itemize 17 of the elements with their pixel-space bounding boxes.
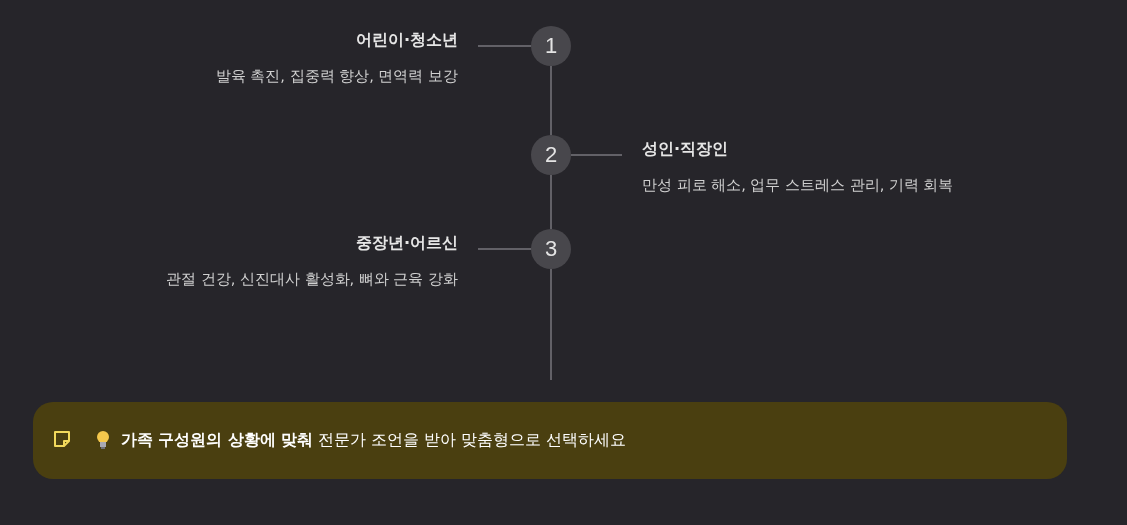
step-number-circle: 1 <box>531 26 571 66</box>
heading-text: 중장년·어르신 <box>354 233 458 254</box>
connector-line <box>477 45 532 47</box>
step-number-circle: 3 <box>531 229 571 269</box>
description-text: 만성 피로 해소, 업무 스트레스 관리, 기력 회복 <box>642 176 955 195</box>
connector-line <box>477 248 532 250</box>
tip-banner <box>33 402 1067 479</box>
connector-line <box>570 154 623 156</box>
step-number-circle: 2 <box>531 135 571 175</box>
connector-line <box>550 174 552 230</box>
heading-text: 성인·직장인 <box>642 139 730 160</box>
description-text: 관절 건강, 신진대사 활성화, 뼈와 근육 강화 <box>165 270 458 289</box>
heading-text: 어린이·청소년 <box>354 30 458 51</box>
connector-line <box>550 65 552 136</box>
description-text: 발육 촉진, 집중력 향상, 면역력 보강 <box>214 67 458 86</box>
tip-text: 가족 구성원의 상황에 맞춰 전문가 조언을 받아 맞춤형으로 선택하세요 <box>121 430 626 451</box>
connector-line <box>550 268 552 381</box>
